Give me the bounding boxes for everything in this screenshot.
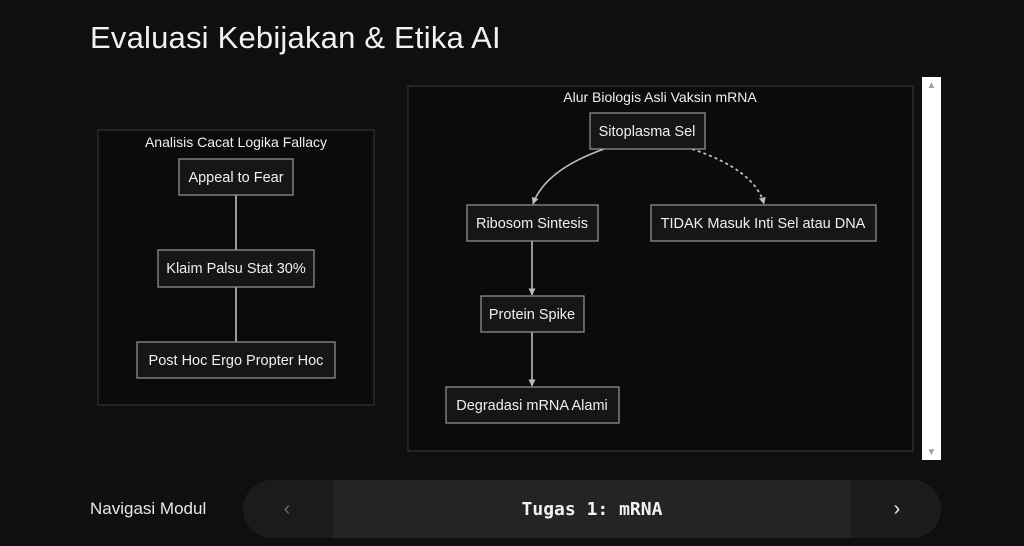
edge-sitoplasma-to-ribosom [531,148,605,205]
node-ribosom-sintesis: Ribosom Sintesis [466,204,599,242]
fallacy-diagram: Analisis Cacat Logika Fallacy Appeal to … [97,129,375,406]
node-label: Ribosom Sintesis [476,216,588,232]
node-label: Protein Spike [489,307,575,323]
node-klaim-palsu: Klaim Palsu Stat 30% [157,249,315,288]
scroll-down-arrow-icon[interactable]: ▼ [926,446,937,458]
chevron-left-icon: ‹ [283,497,291,520]
chevron-right-icon: › [893,497,901,520]
previous-module-button[interactable]: ‹ [243,480,331,538]
scroll-up-arrow-icon[interactable]: ▲ [926,79,937,91]
node-label: TIDAK Masuk Inti Sel atau DNA [661,216,866,232]
fallacy-diagram-title: Analisis Cacat Logika Fallacy [145,134,327,150]
current-module-display: Tugas 1: mRNA [333,480,851,538]
node-label: Post Hoc Ergo Propter Hoc [149,353,324,369]
next-module-button[interactable]: › [853,480,941,538]
page-title: Evaluasi Kebijakan & Etika AI [90,20,501,55]
node-label: Sitoplasma Sel [599,124,696,140]
node-protein-spike: Protein Spike [480,295,585,333]
navigation-label: Navigasi Modul [90,499,207,518]
mrna-diagram-title: Alur Biologis Asli Vaksin mRNA [563,89,757,105]
vertical-scrollbar[interactable]: ▲ ▼ [922,77,941,460]
node-sitoplasma-sel: Sitoplasma Sel [589,112,706,150]
node-appeal-to-fear: Appeal to Fear [178,158,294,196]
node-tidak-masuk-inti: TIDAK Masuk Inti Sel atau DNA [650,204,877,242]
node-label: Klaim Palsu Stat 30% [166,261,306,277]
node-degradasi-mrna: Degradasi mRNA Alami [445,386,620,424]
node-label: Degradasi mRNA Alami [456,398,608,414]
mrna-diagram: Alur Biologis Asli Vaksin mRNA Sitoplasm… [407,85,914,452]
edge-sitoplasma-to-tidak [691,148,766,205]
node-label: Appeal to Fear [188,170,283,186]
node-post-hoc: Post Hoc Ergo Propter Hoc [136,341,336,379]
